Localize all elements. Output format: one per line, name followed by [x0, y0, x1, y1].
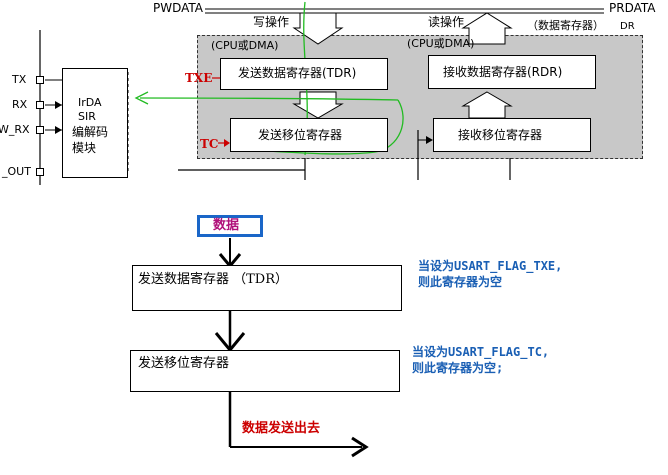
irda-line1: IrDA	[78, 96, 102, 109]
data-register-label: （数据寄存器）	[527, 19, 604, 32]
pin-irda-rx	[36, 126, 44, 134]
tx-shift-label: 发送移位寄存器	[258, 128, 343, 142]
data-source-label: 数据	[213, 218, 240, 233]
pin-tx	[36, 76, 44, 84]
flow-shift-box	[130, 350, 400, 392]
dr-label: DR	[620, 21, 635, 32]
flow-tdr-label: 发送数据寄存器 （TDR）	[138, 272, 289, 287]
pin-out-label: _OUT	[2, 165, 31, 178]
cpu-dma-right-label: (CPU或DMA)	[407, 37, 475, 50]
pin-out	[36, 168, 44, 176]
note-tc-line1: 当设为USART_FLAG_TC,	[412, 345, 550, 359]
tdr-label: 发送数据寄存器(TDR)	[238, 66, 357, 80]
tx-shift-box	[230, 118, 388, 152]
tc-label: TC	[200, 137, 219, 151]
pin-irda-rx-label: W_RX	[0, 123, 30, 136]
pin-rx-label: RX	[12, 98, 28, 111]
rx-shift-box	[433, 118, 591, 152]
flow-tdr-box	[132, 265, 402, 311]
rdr-label: 接收数据寄存器(RDR)	[443, 65, 563, 79]
cpu-dma-left-label: (CPU或DMA)	[211, 39, 279, 52]
irda-line4: 模块	[72, 141, 97, 155]
rx-shift-label: 接收移位寄存器	[458, 128, 543, 142]
pwdata-label: PWDATA	[153, 1, 204, 15]
flow-out-label: 数据发送出去	[242, 421, 321, 436]
irda-line2: SIR	[78, 110, 96, 123]
rdr-box	[428, 55, 596, 89]
note-txe-line2: 则此寄存器为空	[418, 275, 503, 289]
note-txe-line1: 当设为USART_FLAG_TXE,	[418, 259, 563, 273]
read-op-label: 读操作	[428, 15, 465, 29]
pin-rx	[36, 101, 44, 109]
write-op-label: 写操作	[253, 15, 290, 29]
note-tc-line2: 则此寄存器为空;	[412, 361, 504, 375]
pin-tx-label: TX	[12, 73, 27, 86]
data-source-box	[197, 215, 263, 237]
flow-shift-label: 发送移位寄存器	[138, 356, 230, 371]
prdata-label: PRDATA	[609, 1, 656, 15]
irda-line3: 编解码	[72, 125, 109, 139]
tdr-box	[220, 58, 388, 90]
irda-block	[62, 68, 128, 178]
txe-label: TXE	[185, 71, 213, 85]
